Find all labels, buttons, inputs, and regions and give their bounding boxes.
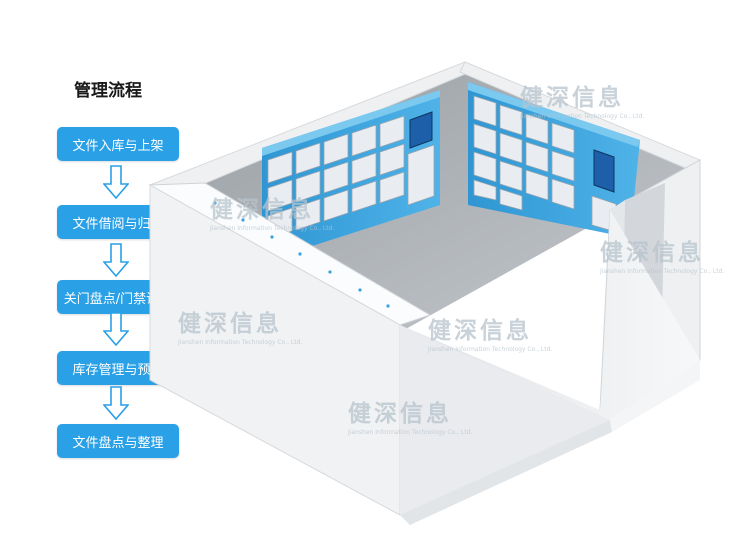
step-label: 文件入库与上架 [72,138,164,154]
page-title: 管理流程 [74,81,142,101]
down-arrow-icon [103,312,129,346]
step-label: 库存管理与预警 [72,362,164,378]
down-arrow-icon [103,243,129,277]
step-label: 文件盘点与整理 [72,435,164,451]
down-arrow-icon [103,386,129,420]
cabinet-group-left [262,90,440,262]
step-box-1: 文件入库与上架 [57,127,179,161]
step-label: 文件借阅与归还 [72,216,164,232]
step-box-5: 文件盘点与整理 [57,424,179,458]
touchscreen-panel [409,111,433,149]
step-label: 关门盘点/门禁识别 [63,291,173,307]
room-illustration [148,61,701,525]
down-arrow-icon [103,165,129,199]
touchscreen-panel [593,149,615,193]
